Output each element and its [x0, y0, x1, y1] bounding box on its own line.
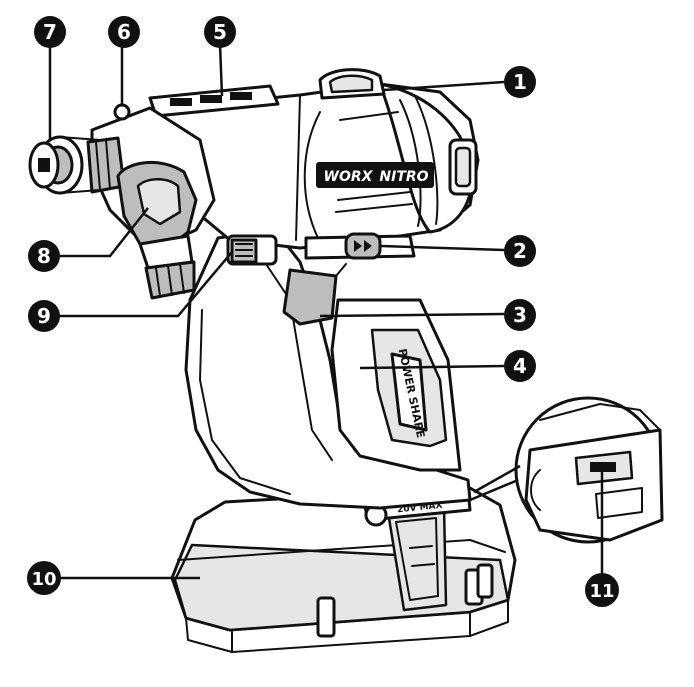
callout-5-label: 5 [213, 20, 227, 44]
grip-panel: POWER SHARE [330, 298, 462, 472]
callout-10-label: 10 [31, 569, 56, 590]
callout-7-label: 7 [43, 20, 57, 44]
callout-8-label: 8 [37, 244, 51, 268]
callout-10: 10 [27, 561, 61, 595]
callout-1-label: 1 [513, 70, 527, 94]
speed-selector-switch [226, 234, 278, 266]
callout-8: 8 [28, 240, 60, 272]
brand-right: NITRO [379, 169, 428, 185]
direction-switch [304, 232, 416, 260]
angle-attachment [116, 160, 198, 300]
leader-lines [48, 43, 604, 580]
callout-markers: 1 2 3 4 5 6 7 8 [27, 16, 619, 607]
battery-indicator-inset [469, 396, 664, 544]
brand-left: WORX [324, 169, 374, 185]
callout-9-label: 9 [37, 304, 51, 328]
callout-3: 3 [504, 299, 536, 331]
collet-chuck [28, 135, 126, 195]
handle [184, 228, 472, 510]
callout-1: 1 [504, 66, 536, 98]
callout-6: 6 [108, 16, 140, 48]
callout-4-label: 4 [513, 354, 527, 378]
callout-2: 2 [504, 235, 536, 267]
battery-pack: 20V MAX [170, 486, 517, 653]
callout-6-label: 6 [117, 20, 131, 44]
callout-11-label: 11 [589, 581, 614, 602]
callout-5: 5 [204, 16, 236, 48]
callout-11: 11 [585, 573, 619, 607]
motor-housing: WORX NITRO [128, 68, 480, 250]
callout-3-label: 3 [513, 303, 527, 327]
callout-9: 9 [28, 300, 60, 332]
callout-7: 7 [34, 16, 66, 48]
callout-2-label: 2 [513, 239, 527, 263]
callout-4: 4 [504, 350, 536, 382]
